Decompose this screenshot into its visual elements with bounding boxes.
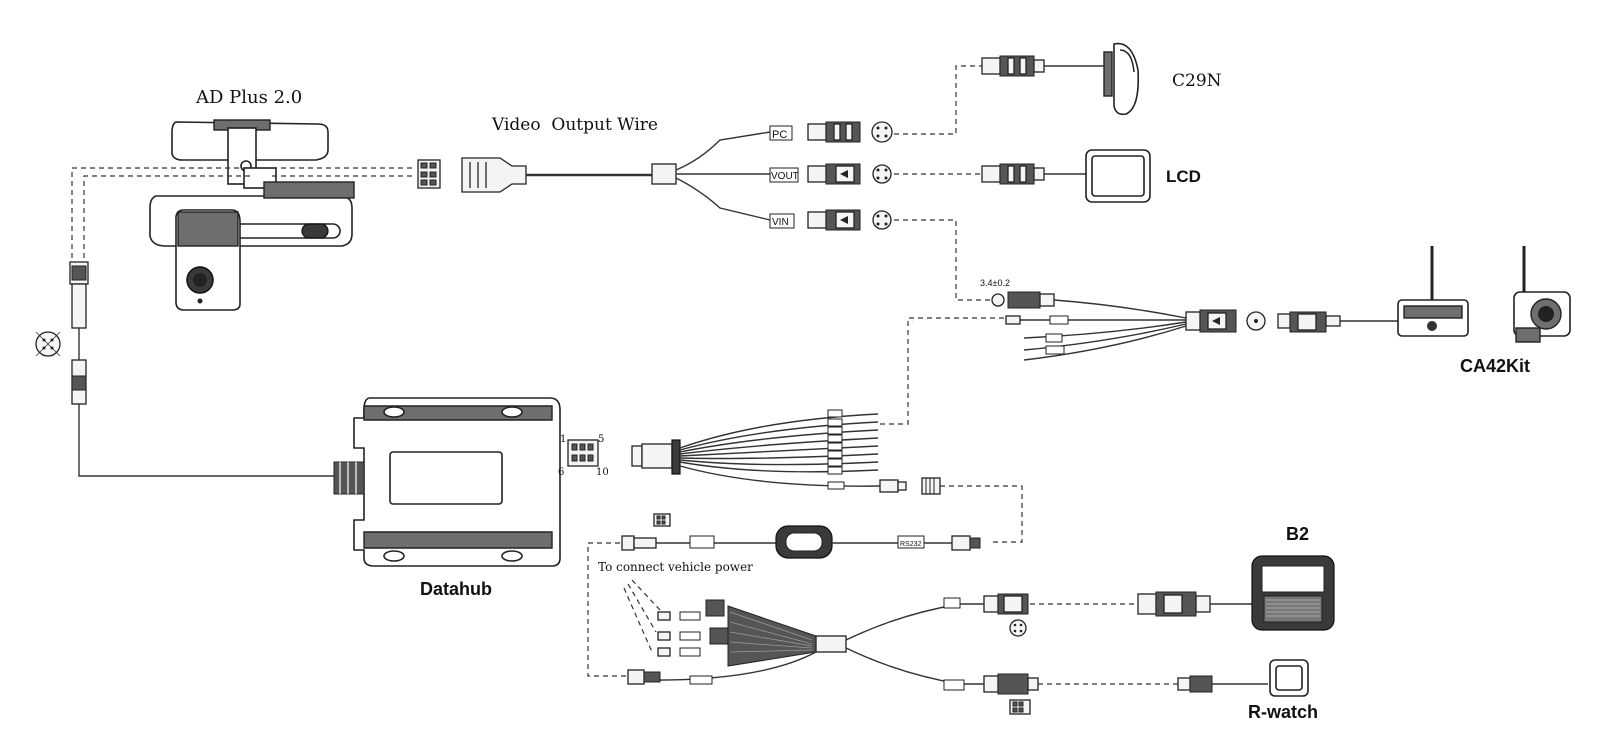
datahub-label: Datahub	[420, 579, 492, 599]
ca42kit-label: CA42Kit	[1460, 356, 1530, 376]
rs232-pin-box	[653, 513, 671, 527]
c29n-camera	[1103, 42, 1140, 116]
datahub-harness-plug	[631, 439, 681, 475]
r-watch-cable-connector	[1177, 675, 1213, 693]
video-splitter	[651, 163, 677, 185]
b2-cable-connector	[1137, 591, 1211, 617]
hub-pin-5: 5	[598, 434, 604, 445]
ca42-camera	[1513, 246, 1571, 343]
vehicle-power-note: To connect vehicle power	[598, 560, 753, 574]
ca42-splitter-connector	[1185, 309, 1266, 333]
rs232-cable: RS232	[621, 525, 981, 559]
b2-connector	[983, 593, 1029, 615]
pc-connector	[807, 121, 893, 143]
bottom-left-plug	[627, 669, 713, 685]
power-harness	[657, 599, 847, 667]
lcd-connector	[981, 163, 1045, 185]
ca42-input-connector	[991, 291, 1055, 309]
ad-plus-datahub-connector-lower	[71, 359, 87, 405]
vout-connector	[807, 163, 892, 185]
bottom-pin-box	[1009, 699, 1031, 715]
dimension-label: 3.4±0.2	[980, 278, 1010, 288]
vin-connector	[807, 209, 892, 231]
r-watch-connector	[983, 673, 1039, 695]
vout-tag-text: VOUT	[771, 171, 799, 182]
lcd-label: LCD	[1166, 167, 1201, 186]
b2-pin-diagram	[1009, 619, 1027, 637]
lcd-monitor	[1085, 149, 1151, 203]
ad-plus-device	[149, 119, 355, 311]
pc-tag	[769, 125, 793, 141]
harness-end-connector	[879, 477, 941, 495]
r-watch-label: R-watch	[1248, 702, 1318, 722]
hub-pin-1: 1	[560, 434, 566, 445]
ad-plus-label: AD Plus 2.0	[195, 87, 302, 108]
r-watch-device	[1269, 659, 1309, 697]
ca42-receiver	[1397, 246, 1469, 337]
pin-diagram-left	[35, 331, 61, 357]
ad-plus-datahub-connector-upper	[69, 261, 89, 329]
vin-tag-text: VIN	[772, 217, 789, 228]
pc-tag-text: PC	[772, 129, 787, 141]
rs232-label: RS232	[900, 541, 922, 548]
c29n-connector	[981, 55, 1045, 77]
ca42-receiver-connector	[1277, 311, 1341, 333]
b2-device	[1251, 555, 1335, 631]
ad-plus-connector	[417, 159, 441, 189]
video-output-connector	[461, 157, 527, 193]
hub-pin-10: 10	[596, 467, 609, 478]
datahub-device	[333, 397, 561, 567]
datahub-output-connector	[567, 439, 599, 467]
b2-label: B2	[1286, 524, 1309, 544]
c29n-label: C29N	[1172, 71, 1222, 91]
vout-tag	[769, 167, 799, 183]
video-output-wire-label: Video Output Wire	[491, 115, 658, 135]
hub-pin-6: 6	[558, 467, 564, 478]
vin-tag	[769, 213, 795, 229]
